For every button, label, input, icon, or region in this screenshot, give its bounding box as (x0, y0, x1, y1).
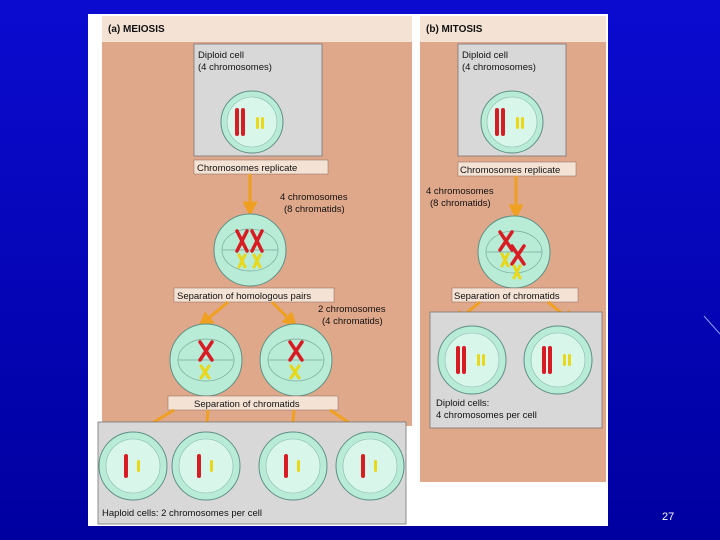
haploid-cell-2 (171, 431, 241, 501)
meiosis-second-count: 2 chromosomes (318, 304, 386, 315)
mitosis-diploid-cell (480, 90, 544, 154)
meiosis-chromatid-count: (8 chromatids) (284, 204, 345, 215)
figure-meiosis-vs-mitosis: (a) MEIOSIS (b) MITOSIS Diploid cell (4 … (88, 14, 608, 526)
meiosis-homologous-bar (173, 287, 335, 303)
mitosis-diploid-label: Diploid cell (462, 50, 508, 61)
arrow-meiosis-right (270, 300, 298, 328)
meiosis-replicate-bar (193, 159, 329, 175)
haploid-cell-3 (258, 431, 328, 501)
meiosis-second-chromatids: (4 chromatids) (322, 316, 383, 327)
meiosis-diploid-cell (220, 90, 284, 154)
mitosis-replicate-label: Chromosomes replicate (460, 165, 560, 176)
meiosis-count-label: 4 chromosomes (280, 192, 348, 203)
meiosis-chromatid-bar (167, 395, 339, 411)
page-number: 27 (662, 511, 675, 523)
meiosis-chromatid-label: Separation of chromatids (194, 399, 300, 410)
meiosis-ii-cell-left (169, 323, 243, 397)
mitosis-diploid-cells-count: 4 chromosomes per cell (436, 410, 537, 421)
meiosis-replicate-label: Chromosomes replicate (197, 163, 297, 174)
meiosis-homologous-label: Separation of homologous pairs (177, 291, 311, 302)
mitosis-diploid-count: (4 chromosomes) (462, 62, 536, 73)
meiosis-diploid-label: Diploid cell (198, 50, 244, 61)
mitosis-count-label: 4 chromosomes (426, 186, 494, 197)
mitosis-daughter-cell-left (437, 325, 507, 395)
mitosis-daughter-cell-right (523, 325, 593, 395)
arrow-meiosis-left (198, 300, 229, 327)
meiosis-ii-cell-right (259, 323, 333, 397)
mitosis-metaphase-cell (477, 215, 551, 289)
mitosis-diploid-cells-label: Diploid cells: (436, 398, 489, 409)
mitosis-chromatid-bar (451, 287, 579, 303)
haploid-cell-1 (98, 431, 168, 501)
meiosis-diploid-count: (4 chromosomes) (198, 62, 272, 73)
mitosis-chromatid-count: (8 chromatids) (430, 198, 491, 209)
mitosis-chromatid-label: Separation of chromatids (454, 291, 560, 302)
meiosis-header: (a) MEIOSIS (108, 24, 165, 35)
mitosis-header: (b) MITOSIS (426, 24, 483, 35)
haploid-cell-4 (335, 431, 405, 501)
meiosis-i-cell (213, 213, 287, 287)
meiosis-haploid-label: Haploid cells: 2 chromosomes per cell (102, 508, 262, 519)
